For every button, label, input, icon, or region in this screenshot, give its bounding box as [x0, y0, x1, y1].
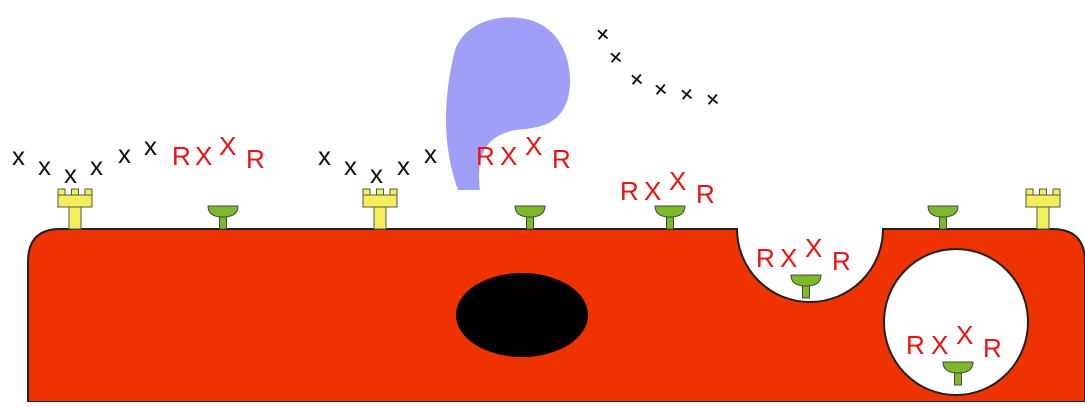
chain-x-red: X [805, 233, 822, 263]
chain-r: R [172, 141, 191, 171]
chain-x: x [90, 151, 103, 181]
endosome-vesicle [883, 248, 1029, 396]
green-receptor [927, 205, 959, 230]
ligand-chain-pit: R X X R [756, 233, 851, 276]
ligand-chain-vesicle: R X X R [906, 320, 1002, 363]
chain-x-red: X [644, 176, 661, 206]
chain-x: x [64, 159, 77, 189]
fragment-cross: + [587, 18, 618, 51]
yellow-receptor [57, 188, 93, 230]
chain-x-red: X [931, 330, 948, 360]
chain-r: R [476, 141, 495, 171]
chain-x: x [144, 131, 157, 161]
green-receptor-pit [790, 274, 822, 299]
chain-x: x [370, 159, 383, 189]
chain-x: x [397, 151, 410, 181]
green-receptor [514, 205, 546, 230]
chain-x-red: X [525, 131, 542, 161]
fragment-cross: + [621, 63, 652, 96]
chain-x-red: X [219, 131, 236, 161]
chain-r: R [552, 144, 571, 174]
chain-x-red: X [500, 141, 517, 171]
chain-x: x [118, 139, 131, 169]
chain-x: x [12, 141, 25, 171]
released-fragment: + + + + + + [587, 18, 728, 116]
ligand-chain-middle: x x x x x R X X R [318, 131, 571, 189]
chain-x: x [318, 141, 331, 171]
chain-x: x [344, 151, 357, 181]
chain-x-red: X [669, 166, 686, 196]
green-receptor [207, 205, 239, 230]
chain-r: R [832, 246, 851, 276]
chain-x: x [424, 139, 437, 169]
chain-r: R [906, 330, 925, 360]
chain-x-red: X [195, 141, 212, 171]
chain-r: R [983, 333, 1002, 363]
ligand-chain-bound: R X X R [620, 166, 715, 209]
ligand-chain-left: x x x x x x R X X R [12, 131, 265, 189]
chain-x: x [38, 151, 51, 181]
yellow-receptor [1025, 188, 1061, 230]
chain-r: R [696, 179, 715, 209]
chain-x-red: X [780, 243, 797, 273]
chain-r: R [246, 144, 265, 174]
green-receptor-vesicle [942, 361, 974, 386]
chain-r: R [756, 243, 775, 273]
chain-r: R [620, 176, 639, 206]
fragment-cross: + [600, 41, 631, 74]
yellow-receptor [362, 188, 398, 230]
enzyme-blob [445, 17, 571, 191]
nucleus [456, 273, 588, 357]
green-receptor [654, 205, 686, 230]
chain-x-red: X [956, 320, 973, 350]
